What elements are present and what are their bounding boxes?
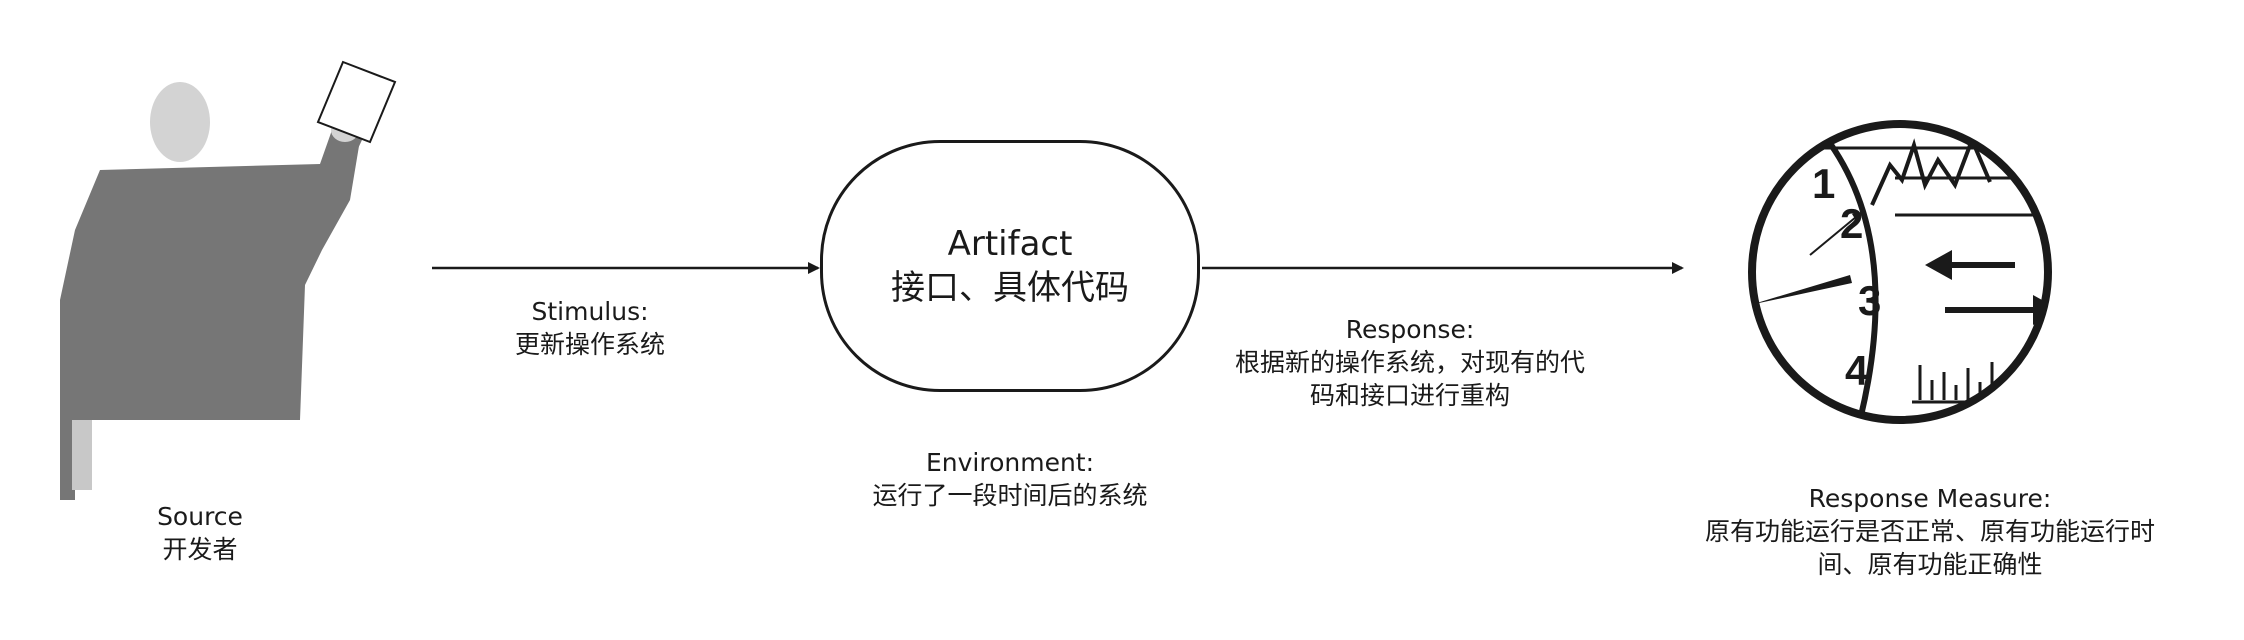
response-line-1: 根据新的操作系统，对现有的代: [1234, 348, 1585, 377]
artifact-box: Artifact 接口、具体代码: [820, 140, 1200, 392]
response-line-2: 码和接口进行重构: [1309, 381, 1510, 410]
response-measure-title: Response Measure:: [1808, 484, 2052, 513]
response-measure-label: Response Measure: 原有功能运行是否正常、原有功能运行时 间、原…: [1660, 482, 2200, 581]
gauge-number-4: 4: [1845, 347, 1869, 394]
source-value: 开发者: [162, 535, 238, 564]
person-leg: [72, 420, 92, 490]
gauge-number-3: 3: [1858, 277, 1881, 324]
person-holding-card-icon: [60, 60, 397, 500]
person-head: [150, 82, 210, 162]
response-label: Response: 根据新的操作系统，对现有的代 码和接口进行重构: [1190, 313, 1630, 412]
response-measure-line-2: 间、原有功能正确性: [1817, 550, 2043, 579]
source-title: Source: [157, 502, 243, 531]
response-title: Response:: [1345, 315, 1475, 344]
stimulus-label: Stimulus: 更新操作系统: [470, 295, 710, 361]
artifact-title: Artifact: [947, 224, 1073, 264]
gauge-number-2: 2: [1840, 200, 1863, 247]
response-measure-line-1: 原有功能运行是否正常、原有功能运行时: [1704, 517, 2155, 546]
source-label: Source 开发者: [120, 500, 280, 566]
stimulus-title: Stimulus:: [531, 297, 649, 326]
measurement-gauge-icon: 1 2 3 4: [1748, 120, 2052, 424]
stimulus-value: 更新操作系统: [514, 330, 665, 359]
environment-value: 运行了一段时间后的系统: [872, 481, 1148, 510]
person-body: [60, 140, 360, 500]
artifact-value: 接口、具体代码: [891, 268, 1129, 308]
environment-title: Environment:: [925, 448, 1095, 477]
card-icon: [316, 60, 397, 144]
environment-label: Environment: 运行了一段时间后的系统: [820, 446, 1200, 512]
gauge-number-1: 1: [1812, 160, 1835, 207]
